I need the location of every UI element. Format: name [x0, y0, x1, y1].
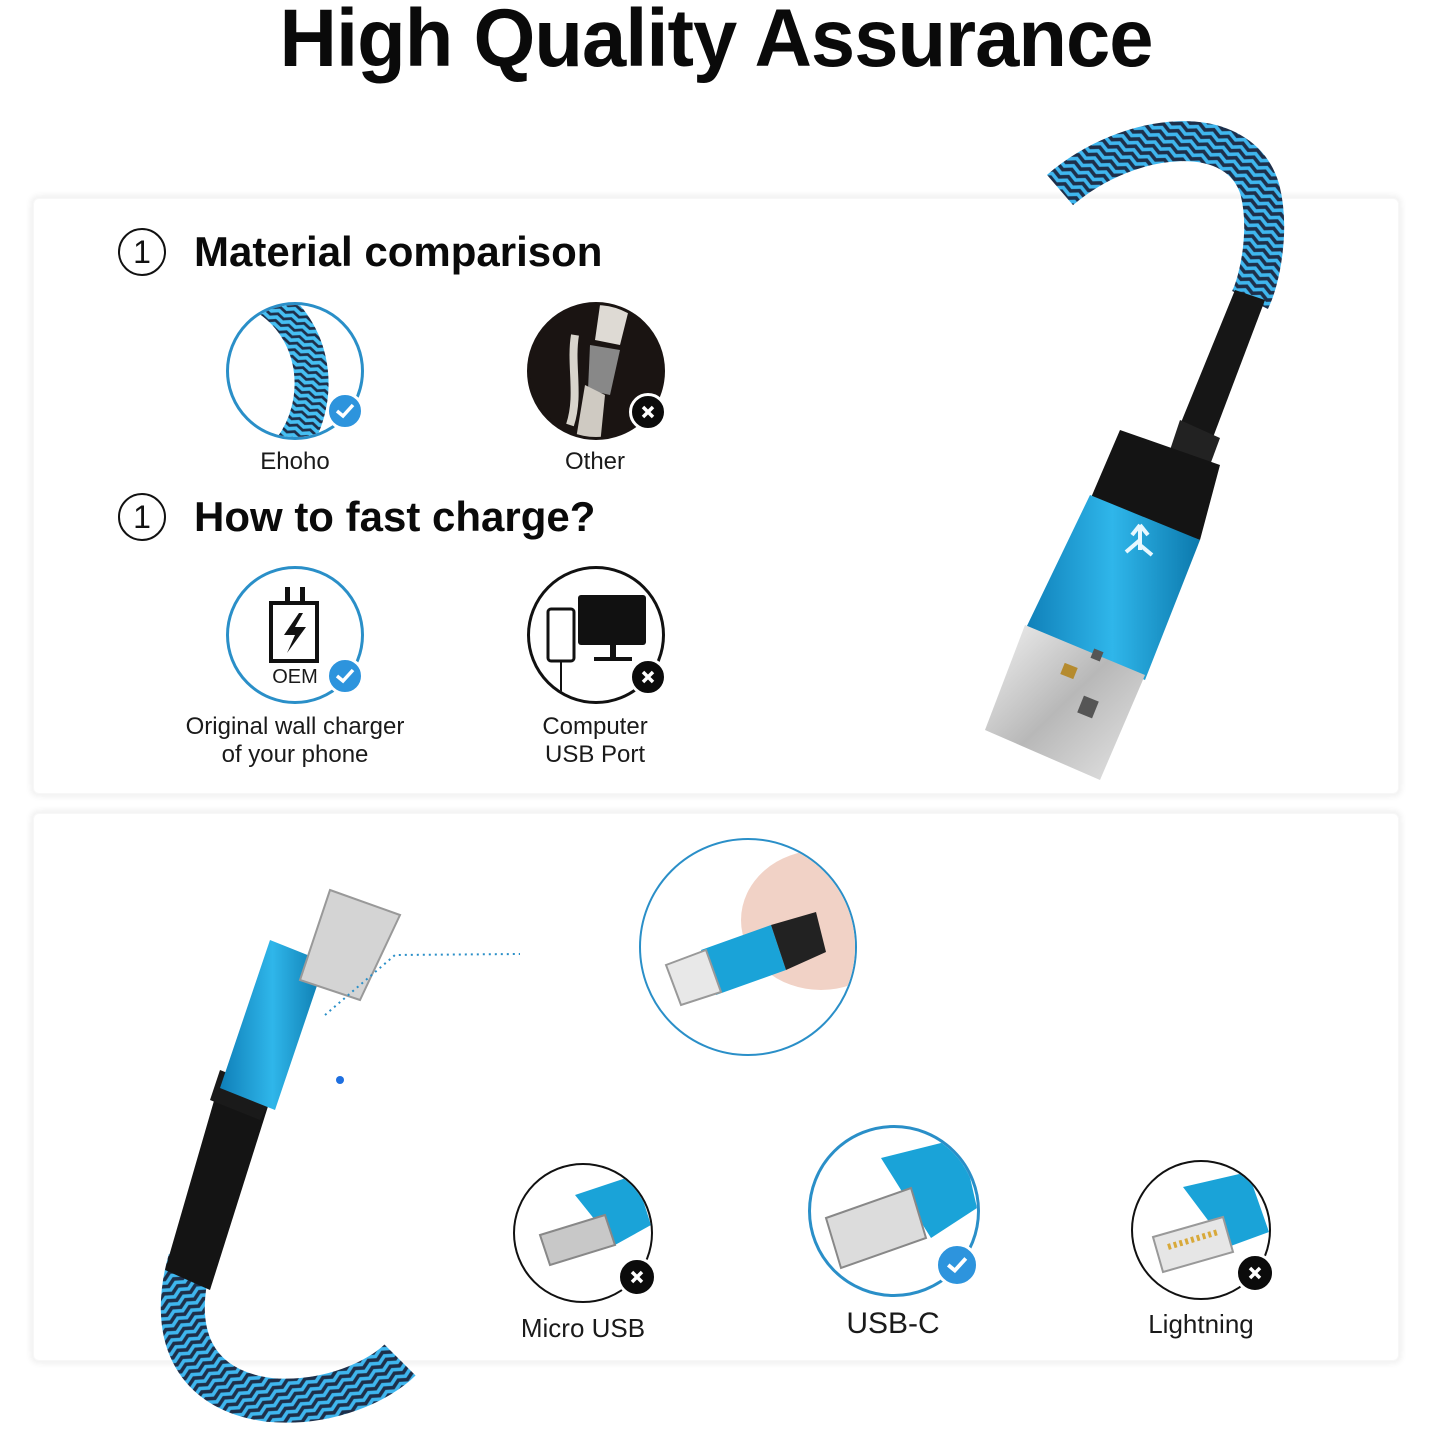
- material-section-header: 1 Material comparison: [118, 228, 602, 276]
- caption-line: of your phone: [221, 741, 369, 768]
- cross-icon: [629, 393, 667, 431]
- usb-a-cable-image: [985, 121, 1285, 780]
- charger-caption: Original wall charger of your phone: [160, 713, 430, 769]
- computer-caption: Computer USB Port: [495, 713, 695, 769]
- section-title: How to fast charge?: [194, 493, 596, 540]
- frayed-cable-image: [527, 302, 665, 440]
- zoom-detail-image: [639, 838, 857, 1056]
- material-label-other: Other: [564, 448, 626, 475]
- check-icon: [935, 1243, 979, 1287]
- caption-line: USB Port: [544, 741, 646, 768]
- check-icon: [326, 657, 364, 695]
- connector-label-usb-c: USB-C: [846, 1307, 940, 1340]
- connector-label-micro-usb: Micro USB: [520, 1313, 646, 1343]
- material-label-ehoho: Ehoho: [260, 448, 330, 475]
- caption-line: Computer: [542, 713, 648, 740]
- section-title: Material comparison: [194, 228, 603, 275]
- cross-icon: [617, 1257, 657, 1297]
- cross-icon: [629, 658, 667, 696]
- charge-section-header: 1 How to fast charge?: [118, 493, 595, 541]
- oem-label: OEM: [272, 666, 318, 688]
- usb-c-image: [808, 1125, 980, 1297]
- section-number: 1: [118, 228, 166, 276]
- caption-line: Original wall charger: [185, 713, 405, 740]
- check-icon: [326, 392, 364, 430]
- section-number: 1: [118, 493, 166, 541]
- page-title: High Quality Assurance: [279, 0, 1154, 84]
- connector-label-lightning: Lightning: [1148, 1309, 1254, 1339]
- lightning-image: [1131, 1160, 1271, 1300]
- usb-c-cable-image: [160, 888, 521, 1423]
- cross-icon: [1235, 1253, 1275, 1293]
